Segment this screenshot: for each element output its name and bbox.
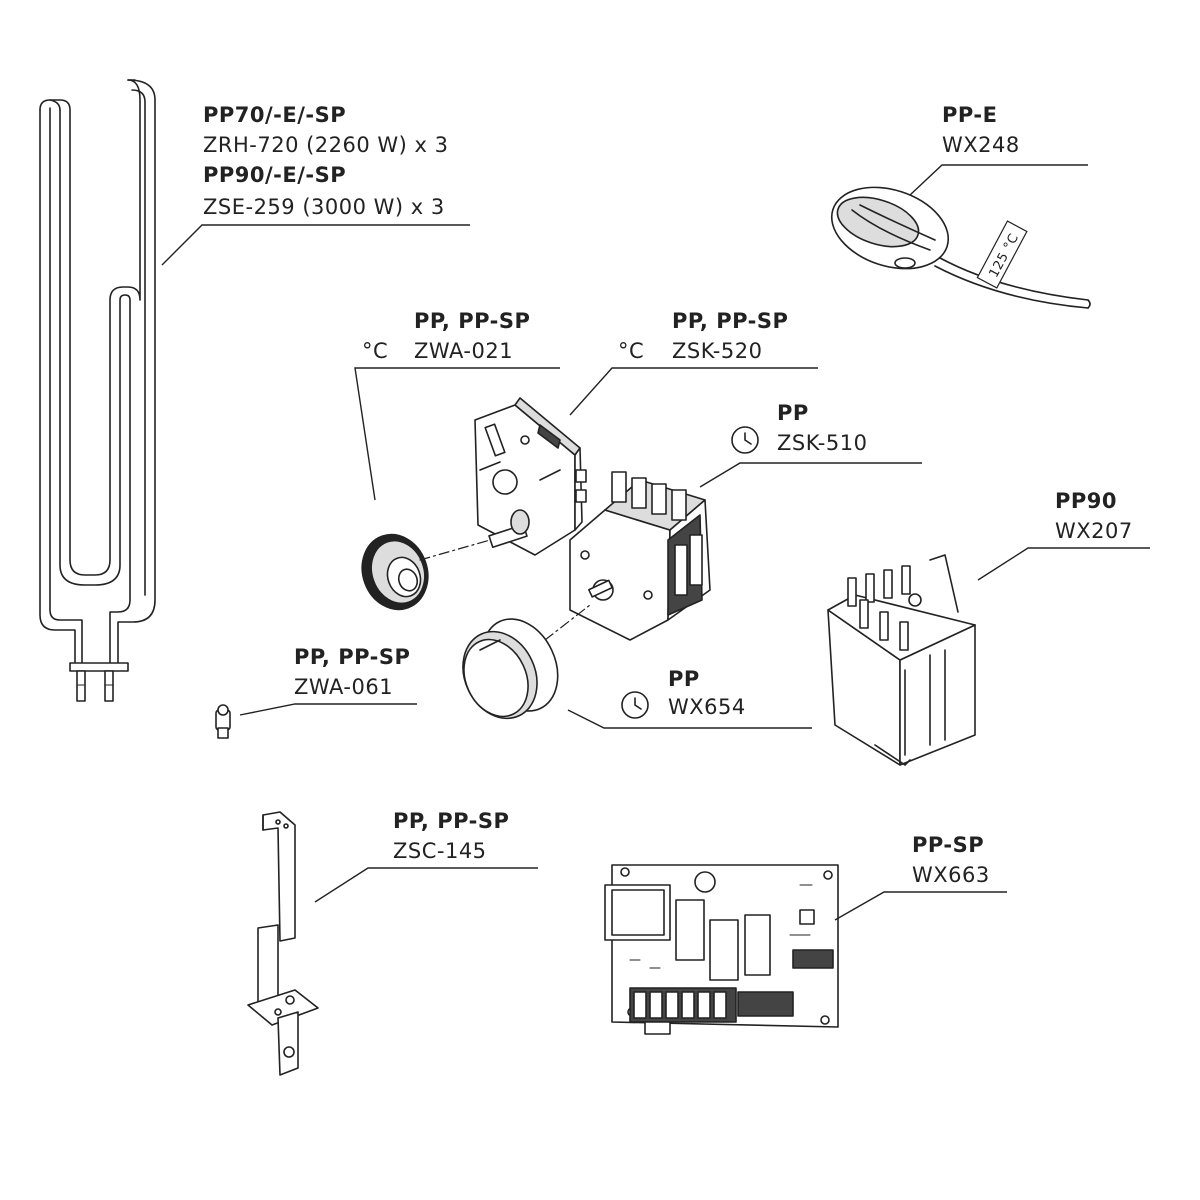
mounting-bracket-drawing (247, 811, 319, 1076)
thermostat-knob-part: ZWA-021 (414, 339, 513, 363)
clock-icon (621, 691, 649, 719)
circuit-board-drawing (604, 864, 839, 1035)
timer-knob-drawing (462, 618, 559, 720)
sensor-holder-drawing (215, 704, 231, 739)
sensor-marking-tag: 125 °C (976, 220, 1028, 289)
thermostat-model: PP, PP-SP (672, 309, 788, 333)
temperature-limiter-part: WX248 (942, 133, 1020, 157)
heating-element-model-b: PP90/-E/-SP (203, 163, 346, 187)
thermostat-knob-model: PP, PP-SP (414, 309, 530, 333)
thermostat-knob-unit: °C (362, 339, 388, 363)
thermostat-knob-drawing (361, 533, 429, 611)
thermostat-drawing (474, 397, 587, 556)
timer-knob-model: PP (668, 667, 700, 691)
thermostat-unit: °C (618, 339, 644, 363)
heating-element-part-b: ZSE-259 (3000 W) x 3 (203, 195, 445, 219)
contactor-drawing (827, 554, 976, 766)
contactor-part: WX207 (1055, 519, 1133, 543)
sensor-holder-part: ZWA-061 (294, 675, 393, 699)
clock-icon (731, 426, 759, 454)
mounting-bracket-model: PP, PP-SP (393, 809, 509, 833)
circuit-board-part: WX663 (912, 863, 990, 887)
timer-part: ZSK-510 (777, 431, 867, 455)
temperature-limiter-model: PP-E (942, 103, 997, 127)
heating-element-model-a: PP70/-E/-SP (203, 103, 346, 127)
timer-knob-part: WX654 (668, 695, 746, 719)
temperature-limiter-drawing (830, 186, 1091, 309)
mounting-bracket-part: ZSC-145 (393, 839, 487, 863)
circuit-board-model: PP-SP (912, 833, 984, 857)
contactor-model: PP90 (1055, 489, 1117, 513)
timer-drawing (569, 471, 711, 641)
timer-model: PP (777, 401, 809, 425)
thermostat-part: ZSK-520 (672, 339, 762, 363)
leader-lines (161, 164, 1150, 921)
heating-element-drawing (39, 79, 156, 702)
heating-element-part-a: ZRH-720 (2260 W) x 3 (203, 133, 449, 157)
sensor-holder-model: PP, PP-SP (294, 645, 410, 669)
